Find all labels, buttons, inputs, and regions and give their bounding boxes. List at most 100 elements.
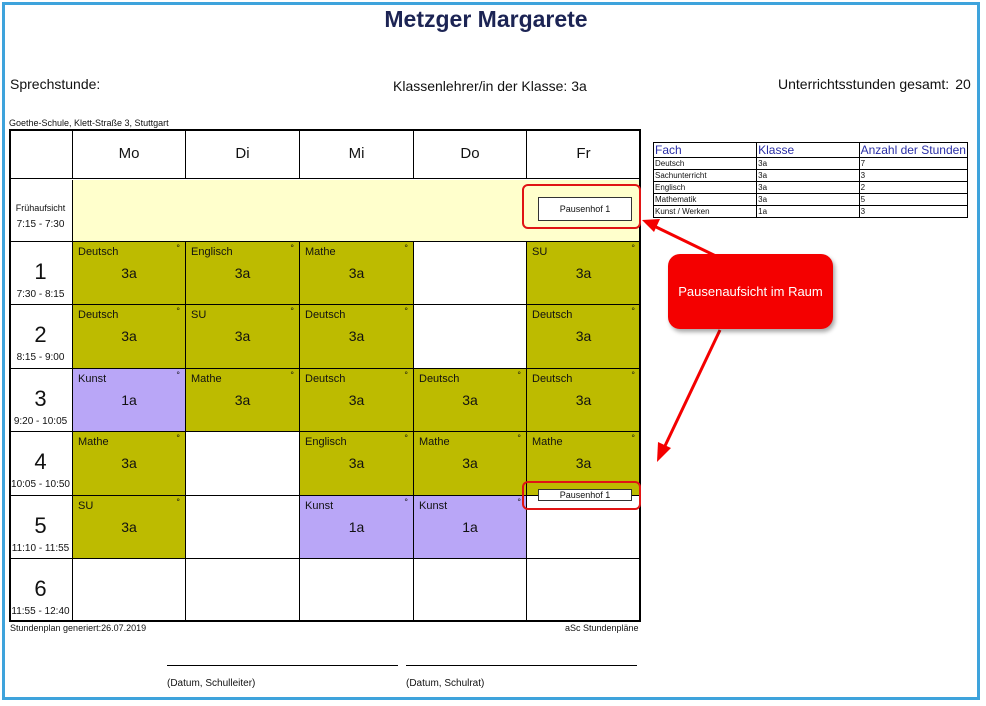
empty-cell <box>186 559 300 622</box>
lesson-cell[interactable]: Kunst°1a <box>73 369 186 432</box>
period-number: 4 <box>34 449 47 474</box>
software-note: aSc Stundenpläne <box>565 623 639 633</box>
summary-cell: Kunst / Werken <box>652 205 758 218</box>
lesson-cell[interactable]: Deutsch°3a <box>73 305 186 369</box>
degree-mark: ° <box>176 243 180 253</box>
period-time: 11:10 - 11:55 <box>11 543 70 554</box>
lesson-subject: Mathe <box>532 436 563 448</box>
day-header-di: Di <box>186 129 300 179</box>
summary-cell: 3a <box>756 193 860 206</box>
empty-cell <box>414 242 527 305</box>
period-number: 2 <box>34 322 47 347</box>
lesson-cell[interactable]: Mathe°3a <box>300 242 414 305</box>
lesson-subject: Mathe <box>419 436 450 448</box>
summary-cell: 3a <box>756 181 860 194</box>
lesson-subject: SU <box>78 500 94 512</box>
degree-mark: ° <box>631 306 635 316</box>
summary-cell: Englisch <box>652 181 758 194</box>
lesson-subject: Deutsch <box>532 373 573 385</box>
signature-label-left: (Datum, Schulleiter) <box>167 678 256 689</box>
period-time: 8:15 - 9:00 <box>16 352 65 363</box>
empty-cell <box>186 496 300 559</box>
degree-mark: ° <box>404 370 408 380</box>
lesson-cell[interactable]: Mathe°3a <box>186 369 300 432</box>
fruhaufsicht-label: Frühaufsicht 7:15 - 7:30 <box>9 180 73 242</box>
signature-line-left <box>167 665 398 666</box>
period-number: 3 <box>34 386 47 411</box>
lesson-class: 3a <box>462 455 478 471</box>
arrow-head-1 <box>642 219 660 232</box>
empty-cell <box>186 432 300 496</box>
degree-mark: ° <box>631 433 635 443</box>
summary-cell: 2 <box>858 181 969 194</box>
lesson-class: 3a <box>234 265 251 281</box>
summary-cell: 3 <box>858 205 969 218</box>
lesson-cell[interactable]: Deutsch ° 3a <box>527 369 641 432</box>
summary-cell: 3a <box>756 169 860 182</box>
lesson-class: 3a <box>575 265 592 281</box>
degree-mark: ° <box>404 497 408 507</box>
lesson-subject: Mathe <box>191 373 222 385</box>
summary-cell: 1a <box>756 205 860 218</box>
lesson-subject: Mathe <box>305 246 336 258</box>
summary-header: Anzahl der Stunden <box>858 142 969 158</box>
lesson-cell[interactable]: Englisch°3a <box>186 242 300 305</box>
lesson-class: 3a <box>462 392 478 408</box>
degree-mark: ° <box>517 433 521 443</box>
fruhaufsicht-text: Frühaufsicht <box>15 203 66 213</box>
degree-mark: ° <box>176 306 180 316</box>
fruhaufsicht-time: 7:15 - 7:30 <box>16 219 65 230</box>
period-time: 7:30 - 8:15 <box>16 289 65 300</box>
lesson-cell[interactable]: Kunst°1a <box>414 496 527 559</box>
lesson-class: 3a <box>575 392 592 408</box>
lesson-cell[interactable]: Kunst°1a <box>300 496 414 559</box>
klassenlehrer-label: Klassenlehrer/in der Klasse: 3a <box>393 78 587 94</box>
lesson-cell[interactable]: SU°3a <box>527 242 641 305</box>
period-label-4: 4 10:05 - 10:50 <box>9 432 73 496</box>
sprechstunde-label: Sprechstunde: <box>10 76 101 92</box>
degree-mark: ° <box>176 497 180 507</box>
lesson-class: 3a <box>575 455 592 471</box>
lesson-cell[interactable]: SU ° 3a <box>73 496 186 559</box>
degree-mark: ° <box>290 243 294 253</box>
summary-cell: Mathematik <box>652 193 758 206</box>
lesson-cell[interactable]: Englisch°3a <box>300 432 414 496</box>
lesson-class: 3a <box>348 392 365 408</box>
degree-mark: ° <box>290 370 294 380</box>
period-time: 9:20 - 10:05 <box>13 416 68 427</box>
degree-mark: ° <box>517 497 521 507</box>
lesson-subject: Englisch <box>305 436 347 448</box>
degree-mark: ° <box>631 370 635 380</box>
lesson-class: 3a <box>121 328 137 344</box>
highlight-box-fruhaufsicht <box>522 184 641 229</box>
degree-mark: ° <box>631 243 635 253</box>
lesson-class: 3a <box>121 519 137 535</box>
lesson-subject: SU <box>191 309 207 321</box>
lesson-cell[interactable]: Mathe°3a <box>73 432 186 496</box>
period-time: 10:05 - 10:50 <box>11 479 70 490</box>
lesson-cell[interactable]: Deutsch°3a <box>73 242 186 305</box>
highlight-box-period4 <box>522 481 641 510</box>
lesson-subject: Kunst <box>305 500 334 512</box>
lesson-cell[interactable]: Deutsch°3a <box>300 305 414 369</box>
period-number: 6 <box>34 576 47 601</box>
lesson-cell[interactable]: Deutsch°3a <box>414 369 527 432</box>
day-header-mi: Mi <box>300 129 414 179</box>
unterrichtsstunden-label: Unterrichtsstunden gesamt: <box>778 76 950 92</box>
unterrichtsstunden: Unterrichtsstunden gesamt:20 <box>772 76 971 92</box>
lesson-cell[interactable]: SU°3a <box>186 305 300 369</box>
school-address: Goethe-Schule, Klett-Straße 3, Stuttgart <box>9 118 169 128</box>
lesson-cell[interactable]: Deutsch°3a <box>300 369 414 432</box>
summary-cell: 7 <box>858 157 969 170</box>
lesson-class: 3a <box>348 265 365 281</box>
degree-mark: ° <box>517 370 521 380</box>
period-number: 5 <box>34 513 47 538</box>
lesson-cell[interactable]: Deutsch°3a <box>527 305 641 369</box>
lesson-cell[interactable]: Mathe ° 3a <box>414 432 527 496</box>
